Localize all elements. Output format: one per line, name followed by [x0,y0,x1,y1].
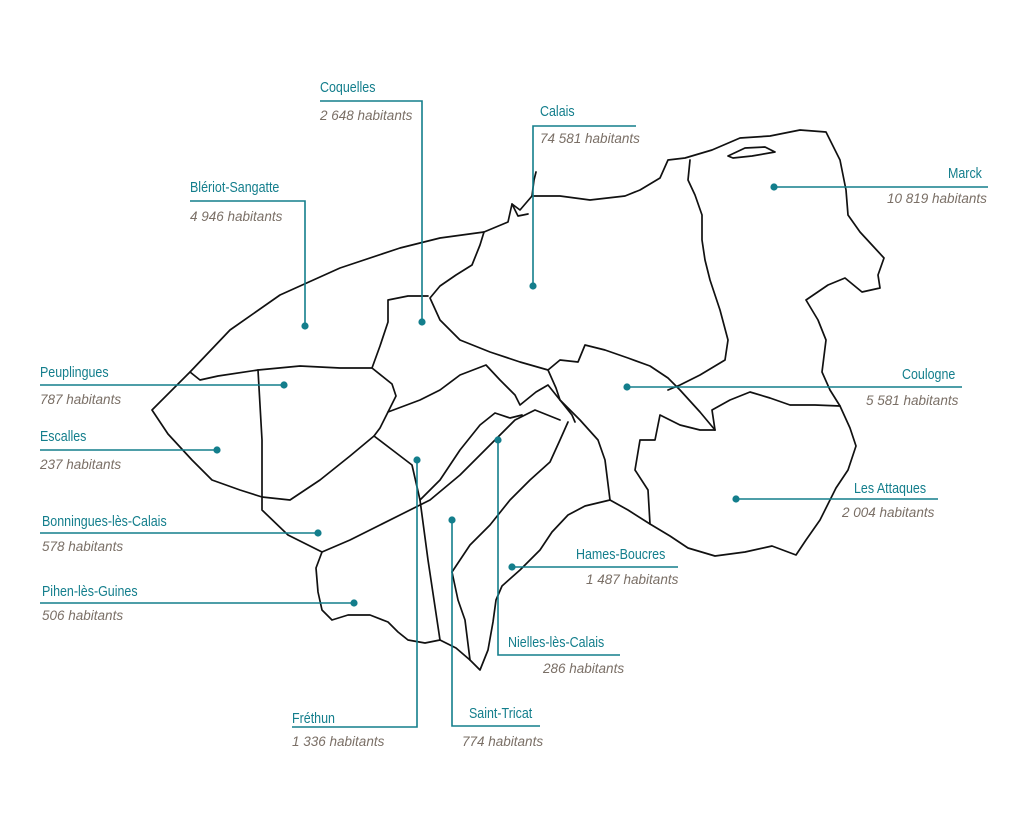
marker-bonningues [314,529,322,537]
label-frethun-name: Fréthun [292,710,335,726]
label-pihen-population: 506 habitants [42,608,123,623]
commune-markers [213,183,778,607]
label-tricat-population: 774 habitants [462,734,543,749]
marker-coulogne [623,383,631,391]
leader-lines [40,100,988,728]
marker-coquelles [418,318,426,326]
label-bonningues-name: Bonningues-lès-Calais [42,513,167,529]
label-peuplingues-population: 787 habitants [40,392,121,407]
marker-attaques [732,495,740,503]
label-nielles-name: Nielles-lès-Calais [508,634,604,650]
label-nielles-population: 286 habitants [542,661,624,676]
commune-borders [151,129,885,671]
commune-labels: Coquelles 2 648 habitants Calais 74 581 … [39,79,987,749]
label-coquelles-population: 2 648 habitants [319,108,413,123]
label-hames-population: 1 487 habitants [586,572,679,587]
marker-escalles [213,446,221,454]
label-marck-population: 10 819 habitants [887,191,987,206]
label-bleriot-name: Blériot-Sangatte [190,179,279,195]
marker-hames [508,563,516,571]
label-attaques-name: Les Attaques [854,480,926,496]
leader-line-nielles [497,440,620,656]
marker-nielles [494,436,502,444]
marker-marck [770,183,778,191]
leader-line-calais [532,125,636,286]
marker-frethun [413,456,421,464]
label-frethun-population: 1 336 habitants [292,734,385,749]
label-bleriot-population: 4 946 habitants [190,209,283,224]
label-calais-population: 74 581 habitants [540,131,640,146]
leader-line-frethun [292,460,418,728]
label-marck-name: Marck [948,165,982,181]
marker-calais [529,282,537,290]
label-coulogne-name: Coulogne [902,366,955,382]
label-tricat-name: Saint-Tricat [469,705,532,721]
leader-line-bleriot [190,200,306,326]
label-pihen-name: Pihen-lès-Guines [42,583,138,599]
label-hames-name: Hames-Boucres [576,546,666,562]
label-escalles-name: Escalles [40,428,87,444]
marker-bleriot [301,322,309,330]
label-attaques-population: 2 004 habitants [841,505,935,520]
leader-line-coquelles [320,100,423,322]
territory-outline [151,129,885,671]
label-bonningues-population: 578 habitants [42,539,123,554]
label-coquelles-name: Coquelles [320,79,376,95]
leader-line-tricat [451,520,540,727]
marker-tricat [448,516,456,524]
label-peuplingues-name: Peuplingues [40,364,109,380]
label-coulogne-population: 5 581 habitants [866,393,959,408]
marker-peuplingues [280,381,288,389]
label-escalles-population: 237 habitants [39,457,121,472]
label-calais-name: Calais [540,103,575,119]
marker-pihen [350,599,358,607]
